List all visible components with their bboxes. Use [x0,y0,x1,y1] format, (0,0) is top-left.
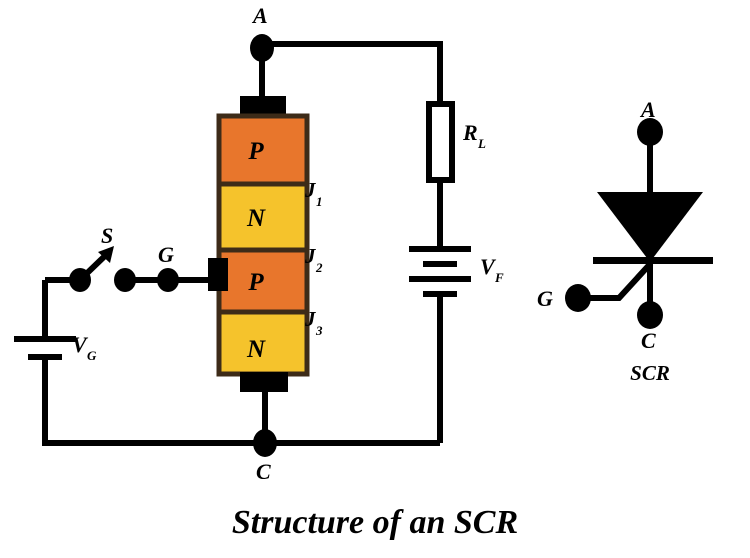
battery-vf-plate-short-2 [423,291,457,297]
scr-symbol-anode-node[interactable] [637,118,663,146]
gate-terminal: G [157,242,179,292]
forward-supply-battery: V F [409,246,504,297]
battery-vg-plate-short [28,354,62,360]
scr-symbol-triangle [597,192,703,262]
scr-symbol-caption: SCR [630,361,670,385]
switch-arrowhead[interactable] [98,246,114,263]
layer-p2 [216,247,310,315]
scr-symbol-gate-label: G [537,286,553,311]
cathode-metal-contact [240,372,288,392]
circuit-wiring [42,41,443,446]
semiconductor-stack: P N P N [208,96,310,392]
scr-symbol-cathode-bar [593,257,713,264]
gate-supply-battery: V G [14,332,97,363]
resistor-body [426,101,455,183]
junction-j2-label: J [304,244,317,268]
switch-pivot-node[interactable] [69,268,91,292]
battery-vf-plate-long-1 [409,246,471,252]
load-resistor: R L [426,101,486,183]
gate-label: G [158,242,174,267]
scr-symbol: A C G SCR [537,97,713,385]
main-terminal-nodes: A C [250,3,277,484]
forward-supply-label-subscript: F [494,270,504,285]
scr-symbol-gate-lead [578,260,654,301]
junction-labels: J 1 J 2 J 3 [304,178,323,338]
gate-supply-label-subscript: G [87,348,97,363]
gate-supply-label: V [72,332,89,357]
junction-j2-subscript: 2 [315,260,323,275]
figure-title: Structure of an SCR [232,504,518,541]
layer-n2-label: N [246,336,266,363]
gate-switch[interactable]: S [69,223,136,292]
junction-j1-subscript: 1 [316,194,323,209]
layer-p2-label: P [247,269,264,296]
junction-j3-subscript: 3 [315,323,323,338]
wire-anode-to-load [262,41,443,104]
anode-metal-contact [240,96,286,116]
switch-contact-node[interactable] [114,268,136,292]
resistor-label-subscript: L [477,136,486,151]
layer-n1-label: N [246,205,266,232]
anode-label: A [251,3,268,28]
cathode-node[interactable] [253,429,277,457]
scr-symbol-anode-label: A [639,97,656,122]
gate-metal-contact [208,258,228,291]
junction-j3-label: J [304,307,317,331]
forward-supply-label: V [480,254,497,279]
switch-label: S [101,223,113,248]
layer-p1-label: P [247,138,264,165]
resistor-label: R [462,120,478,145]
scr-symbol-gate-node[interactable] [565,284,591,312]
anode-node[interactable] [250,34,274,62]
battery-vf-plate-short-1 [423,261,457,267]
battery-vg-plate-long [14,336,76,342]
gate-node[interactable] [157,268,179,292]
scr-symbol-cathode-label: C [641,328,656,353]
junction-j1-label: J [304,178,317,202]
scr-symbol-cathode-node[interactable] [637,301,663,329]
cathode-label: C [256,459,271,484]
battery-vf-plate-long-2 [409,276,471,282]
